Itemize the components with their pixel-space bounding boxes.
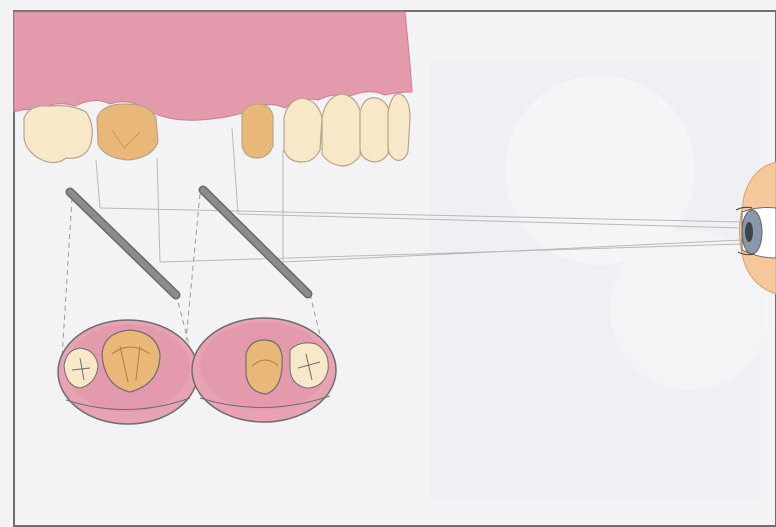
mirror-reflection-left (58, 320, 198, 424)
tooth-lateral (284, 98, 322, 162)
dental-mirror-left (70, 192, 176, 295)
dental-mirror-right (203, 190, 308, 294)
tooth-prepared-right (242, 104, 273, 158)
tooth-lateral-2 (388, 94, 410, 161)
mirror-reflection-right (192, 318, 336, 422)
tooth-central-2 (360, 98, 390, 162)
background-watermark (430, 60, 770, 500)
tooth-prepared-left (97, 104, 158, 160)
reflection-prepared-stump (246, 340, 282, 394)
tooth-central (322, 94, 362, 166)
tooth-premolar (24, 106, 92, 163)
eye-pupil (745, 222, 753, 242)
